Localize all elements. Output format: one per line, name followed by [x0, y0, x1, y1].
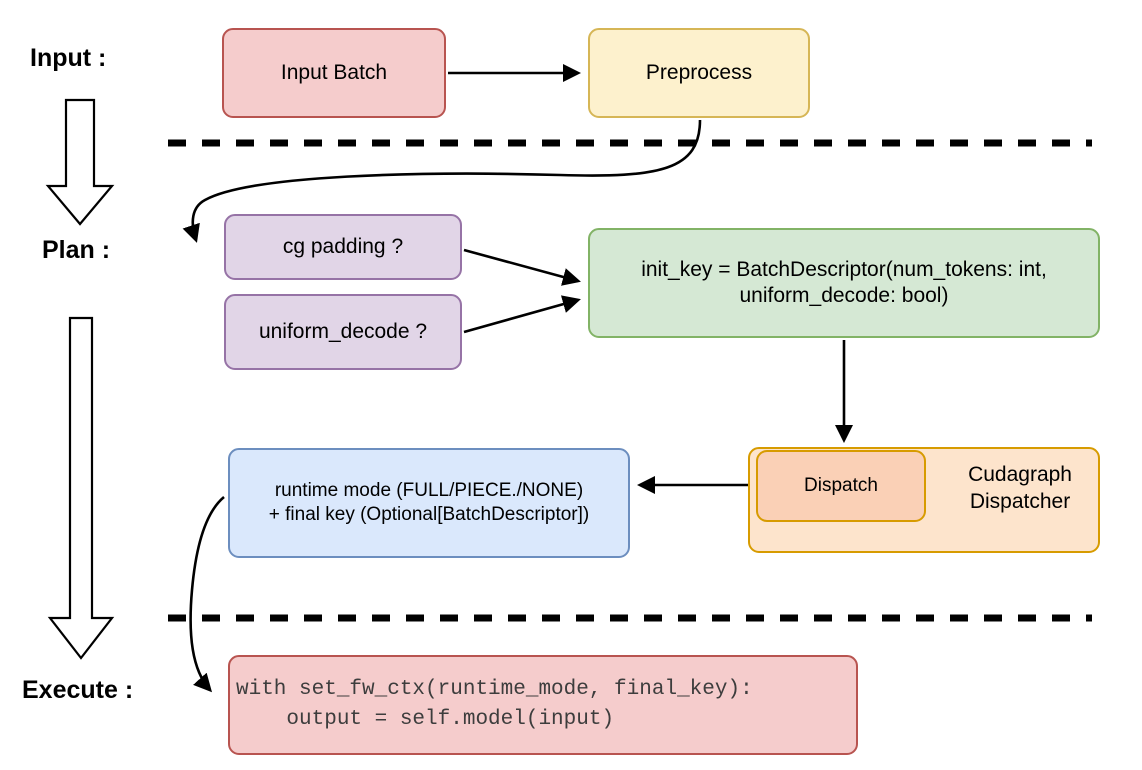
node-input-batch-label: Input Batch	[280, 60, 388, 84]
arrow-cg-padding-to-init-key	[463, 248, 581, 286]
node-uniform-decode-label: uniform_decode ?	[258, 319, 428, 343]
node-preprocess-label: Preprocess	[645, 60, 753, 84]
stage-label-input: Input :	[30, 44, 107, 72]
node-cudagraph-dispatcher-text: Cudagraph Dispatcher	[968, 461, 1072, 516]
node-runtime-mode-line1: runtime mode (FULL/PIECE./NONE)	[274, 480, 584, 502]
node-code-block[interactable]: with set_fw_ctx(runtime_mode, final_key)…	[228, 655, 858, 755]
node-init-key-text: init_key = BatchDescriptor(num_tokens: i…	[641, 257, 1047, 309]
node-init-key[interactable]: init_key = BatchDescriptor(num_tokens: i…	[588, 228, 1100, 338]
arrow-uniform-decode-to-init-key	[463, 295, 581, 334]
node-runtime-mode-text: runtime mode (FULL/PIECE./NONE) + final …	[269, 479, 590, 526]
node-dispatch[interactable]: Dispatch	[756, 450, 926, 522]
node-code-block-line1: with set_fw_ctx(runtime_mode, final_key)…	[236, 678, 753, 702]
node-cudagraph-dispatcher-line2: Dispatcher	[969, 490, 1071, 514]
node-dispatch-label: Dispatch	[804, 475, 878, 497]
node-cudagraph-dispatcher-line1: Cudagraph	[968, 463, 1072, 486]
node-runtime-mode[interactable]: runtime mode (FULL/PIECE./NONE) + final …	[228, 448, 630, 558]
stage-label-plan: Plan :	[42, 236, 111, 264]
node-uniform-decode[interactable]: uniform_decode ?	[224, 294, 462, 370]
node-preprocess[interactable]: Preprocess	[588, 28, 810, 118]
stage-label-execute: Execute :	[22, 676, 134, 704]
node-input-batch[interactable]: Input Batch	[222, 28, 446, 118]
node-code-block-line2: output = self.model(input)	[236, 708, 615, 731]
arrow-runtime-mode-to-code-block	[189, 496, 225, 693]
plan-to-execute-big-arrow	[47, 316, 115, 660]
node-cg-padding-label: cg padding ?	[282, 234, 404, 258]
node-init-key-line1: init_key = BatchDescriptor(num_tokens: i…	[641, 257, 1047, 281]
input-to-plan-big-arrow	[45, 98, 115, 226]
node-runtime-mode-line2: + final key (Optional[BatchDescriptor])	[268, 504, 590, 525]
node-code-block-text: with set_fw_ctx(runtime_mode, final_key)…	[236, 675, 753, 735]
node-init-key-line2: uniform_decode: bool)	[739, 284, 949, 307]
node-cg-padding[interactable]: cg padding ?	[224, 214, 462, 280]
